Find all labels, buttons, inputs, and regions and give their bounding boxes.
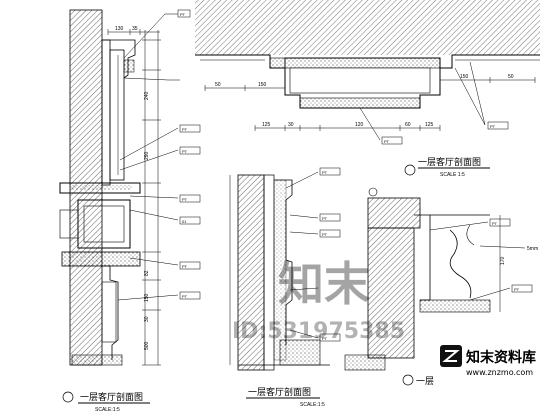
bottom-right-title-block: 一层 <box>402 374 434 387</box>
dim-left-6: 500 <box>144 341 150 350</box>
dim-left-1: 240 <box>144 91 150 100</box>
svg-text:125: 125 <box>425 122 434 128</box>
svg-text:50: 50 <box>508 74 514 80</box>
svg-text:01: 01 <box>182 219 187 224</box>
dim-left-3: 82 <box>144 270 150 276</box>
svg-text:PT: PT <box>514 287 520 292</box>
svg-text:150: 150 <box>258 82 267 88</box>
svg-text:PT: PT <box>182 197 188 202</box>
middle-scale: SCALE:1:5 <box>300 402 325 408</box>
right-wall-section <box>344 187 533 371</box>
top-right-title: 一层客厅剖面图 <box>418 156 481 168</box>
watermark: 知末 ID:531975385 <box>232 257 405 344</box>
svg-text:PT: PT <box>322 216 328 221</box>
watermark-main-text: 知末 <box>278 257 370 311</box>
middle-title-block: 一层客厅剖面图 SCALE:1:5 <box>246 386 325 408</box>
top-dimension-labels: 50 150 125 30 120 60 125 150 50 PT PT <box>215 74 514 144</box>
top-right-scale: SCALE 1:5 <box>440 172 465 178</box>
left-wall-section <box>59 9 161 366</box>
svg-text:PT: PT <box>182 264 188 269</box>
svg-text:PT: PT <box>492 221 498 226</box>
svg-text:PT: PT <box>182 294 188 299</box>
left-title: 一层客厅剖面图 <box>80 391 143 403</box>
dim-left-top-2: 35 <box>132 26 138 32</box>
dim-left-top: 130 <box>115 26 124 32</box>
middle-callout-labels: PT PT PT PT <box>322 170 328 341</box>
middle-wall-section <box>229 167 341 371</box>
svg-text:PT: PT <box>180 12 186 17</box>
right-labels: PT PT 5mm 170 <box>492 221 538 292</box>
svg-text:60: 60 <box>405 122 411 128</box>
watermark-logo: 知末资料库 www.znzmo.com <box>440 345 536 377</box>
top-ceiling-section <box>195 0 540 145</box>
middle-title: 一层客厅剖面图 <box>248 386 311 398</box>
left-scale: SCALE:1:5 <box>95 407 120 413</box>
watermark-url: www.znzmo.com <box>466 368 533 377</box>
svg-text:50: 50 <box>215 82 221 88</box>
svg-text:125: 125 <box>262 122 271 128</box>
right-thickness-label: 5mm <box>527 246 538 252</box>
dim-left-5: 30 <box>144 316 150 322</box>
svg-text:120: 120 <box>355 122 364 128</box>
svg-text:PT: PT <box>322 170 328 175</box>
left-title-block: 一层客厅剖面图 SCALE:1:5 <box>62 391 150 413</box>
svg-text:PT: PT <box>322 232 328 237</box>
dim-left-2: 290 <box>144 151 150 160</box>
svg-text:150: 150 <box>460 74 469 80</box>
svg-text:PT: PT <box>384 139 390 144</box>
svg-text:170: 170 <box>500 256 506 265</box>
left-callouts <box>117 9 201 301</box>
svg-text:PT: PT <box>490 124 496 129</box>
svg-text:PT: PT <box>182 149 188 154</box>
svg-text:30: 30 <box>288 122 294 128</box>
watermark-id: ID:531975385 <box>232 319 405 344</box>
left-callout-labels: PT PT PT PT 01 PT PT <box>180 12 188 299</box>
bottom-right-title: 一层 <box>416 376 434 387</box>
svg-text:PT: PT <box>182 127 188 132</box>
watermark-logo-text: 知末资料库 <box>466 349 536 366</box>
svg-text:PT: PT <box>322 336 328 341</box>
top-right-title-block: 一层客厅剖面图 SCALE 1:5 <box>404 156 490 178</box>
